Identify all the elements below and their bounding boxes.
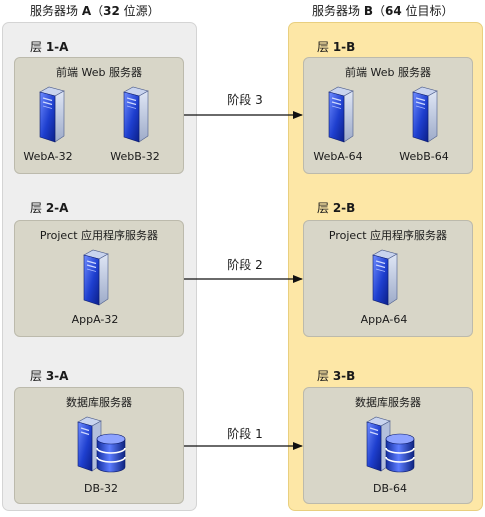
server-name: DB-32: [84, 482, 118, 495]
server-name: WebB-32: [110, 150, 160, 163]
farm-a-title: 服务器场 A（32 位源）: [30, 4, 160, 18]
tier-label-1a: 层 1-A: [30, 40, 69, 54]
tier-label-2b: 层 2-B: [317, 201, 356, 215]
tier-box-2a: Project 应用程序服务器 AppA-32: [14, 220, 184, 337]
tier-box-3b: 数据库服务器 DB-64: [303, 387, 473, 504]
tier-box-1a: 前端 Web 服务器 WebA-32 WebB-32: [14, 57, 184, 174]
phase-3-label: 阶段 3: [227, 93, 263, 107]
tier-box-title: 数据库服务器: [66, 396, 132, 409]
farm-b-title: 服务器场 B（64 位目标）: [312, 4, 454, 18]
tier-box-title: Project 应用程序服务器: [39, 229, 159, 242]
tier-box-title: Project 应用程序服务器: [328, 229, 448, 242]
tier-label-1b: 层 1-B: [317, 40, 356, 54]
server-name: WebA-32: [23, 150, 73, 163]
server-name: WebB-64: [399, 150, 449, 163]
tier-box-title: 数据库服务器: [355, 396, 421, 409]
server-name: DB-64: [373, 482, 407, 495]
tier-box-3a: 数据库服务器 DB-32: [14, 387, 184, 504]
tier-label-2a: 层 2-A: [30, 201, 69, 215]
server-name: AppA-32: [71, 313, 119, 326]
tier-box-title: 前端 Web 服务器: [56, 66, 142, 79]
tier-box-title: 前端 Web 服务器: [345, 66, 431, 79]
phase-1-label: 阶段 1: [227, 427, 263, 441]
tier-label-3a: 层 3-A: [30, 369, 69, 383]
server-name: AppA-64: [360, 313, 408, 326]
server-name: WebA-64: [313, 150, 363, 163]
phase-2-label: 阶段 2: [227, 258, 263, 272]
tier-label-3b: 层 3-B: [317, 369, 356, 383]
tier-box-2b: Project 应用程序服务器 AppA-64: [303, 220, 473, 337]
tier-box-1b: 前端 Web 服务器 WebA-64 WebB-64: [303, 57, 473, 174]
